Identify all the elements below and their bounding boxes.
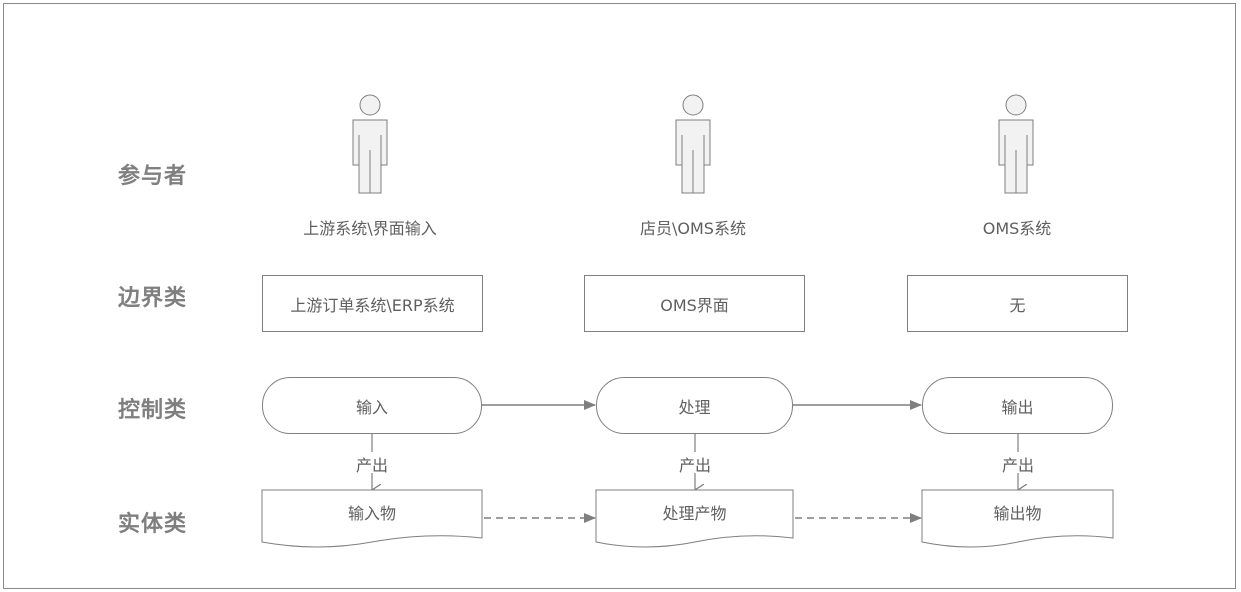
control-output: 输出 bbox=[922, 377, 1113, 434]
produce-label-1: 产出 bbox=[355, 456, 388, 475]
control-input: 输入 bbox=[262, 377, 482, 434]
entity-label-3: 输出物 bbox=[993, 504, 1042, 523]
entity-doc-2 bbox=[595, 489, 794, 548]
row-label-participants: 参与者 bbox=[118, 164, 188, 189]
row-label-boundary: 边界类 bbox=[118, 286, 188, 311]
entity-doc-1 bbox=[261, 489, 483, 548]
actor-icon-2 bbox=[675, 94, 711, 194]
actor-name-3: OMS系统 bbox=[982, 219, 1052, 238]
row-label-entity: 实体类 bbox=[118, 512, 188, 537]
control-process: 处理 bbox=[596, 377, 793, 434]
boundary-box-3: 无 bbox=[907, 275, 1128, 332]
boundary-box-2: OMS界面 bbox=[584, 275, 805, 332]
actor-icon-3 bbox=[998, 94, 1034, 194]
entity-doc-3 bbox=[921, 489, 1114, 548]
entity-label-2: 处理产物 bbox=[662, 504, 727, 523]
entity-label-1: 输入物 bbox=[347, 504, 396, 523]
actor-icon-1 bbox=[352, 94, 388, 194]
diagram-frame bbox=[3, 3, 1236, 589]
row-label-control: 控制类 bbox=[118, 398, 188, 423]
actor-name-2: 店员\OMS系统 bbox=[640, 219, 746, 238]
boundary-box-1: 上游订单系统\ERP系统 bbox=[262, 275, 483, 332]
produce-label-2: 产出 bbox=[678, 456, 711, 475]
produce-label-3: 产出 bbox=[1001, 456, 1034, 475]
actor-name-1: 上游系统\界面输入 bbox=[303, 219, 437, 238]
